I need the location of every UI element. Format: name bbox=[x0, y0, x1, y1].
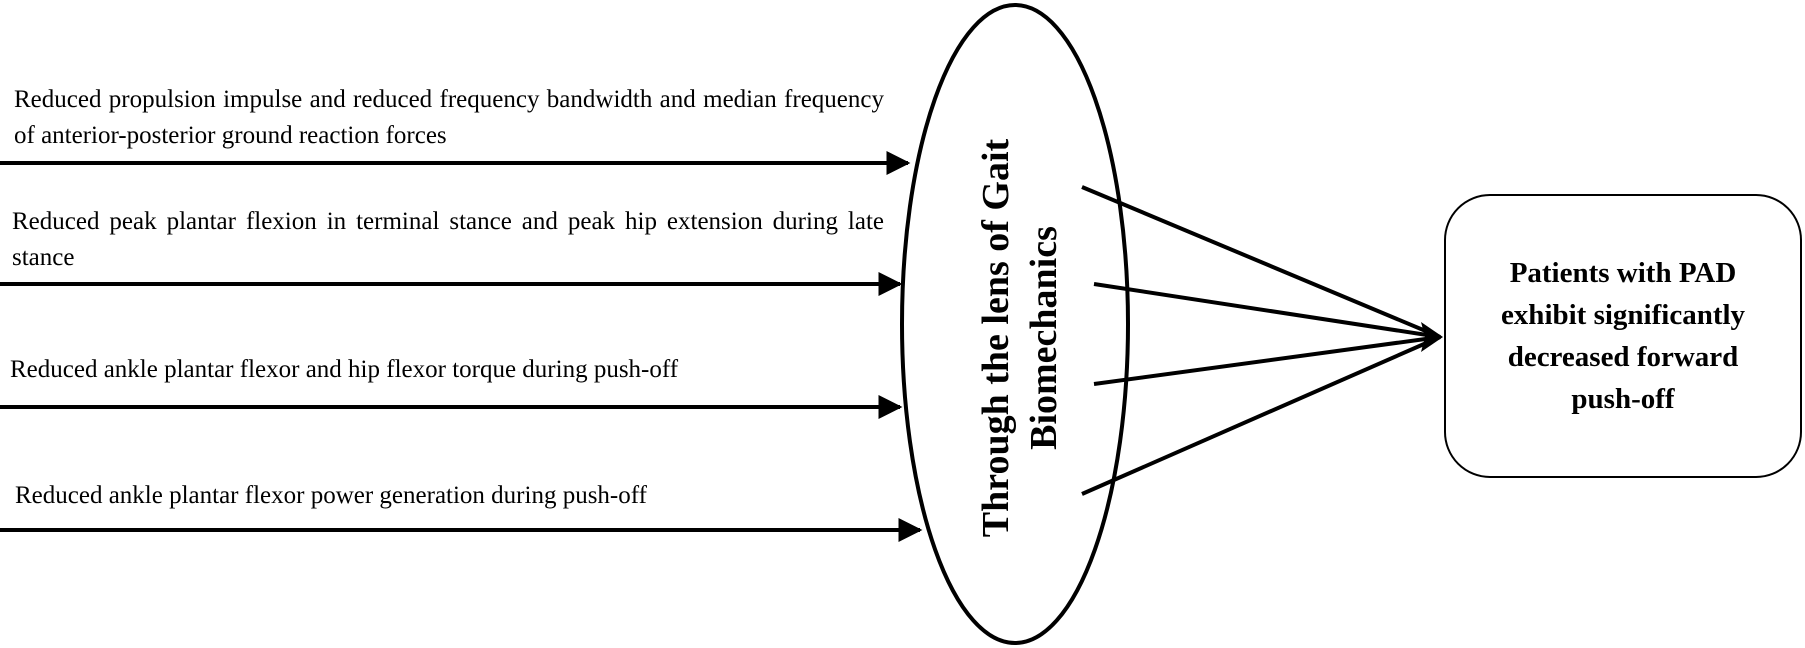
converging-line-2 bbox=[1093, 282, 1441, 339]
converging-line-1 bbox=[1081, 185, 1441, 339]
finding-text-4: Reduced ankle plantar flexor power gener… bbox=[15, 482, 647, 509]
outcome-text: Patients with PAD exhibit significantly … bbox=[1500, 257, 1746, 415]
finding-text-1: Reduced propulsion impulse and reduced f… bbox=[14, 86, 884, 149]
lens-ellipse bbox=[900, 3, 1130, 645]
finding-text-2: Reduced peak plantar flexion in terminal… bbox=[12, 208, 884, 271]
finding-text-3: Reduced ankle plantar flexor and hip fle… bbox=[10, 356, 679, 383]
converging-line-3 bbox=[1093, 335, 1441, 386]
converging-line-4 bbox=[1081, 335, 1441, 496]
converging-arrowhead bbox=[1421, 322, 1443, 352]
outcome-box: Patients with PAD exhibit significantly … bbox=[1444, 194, 1802, 478]
lens-label: Through the lens of Gait Biomechanics bbox=[975, 138, 1065, 538]
